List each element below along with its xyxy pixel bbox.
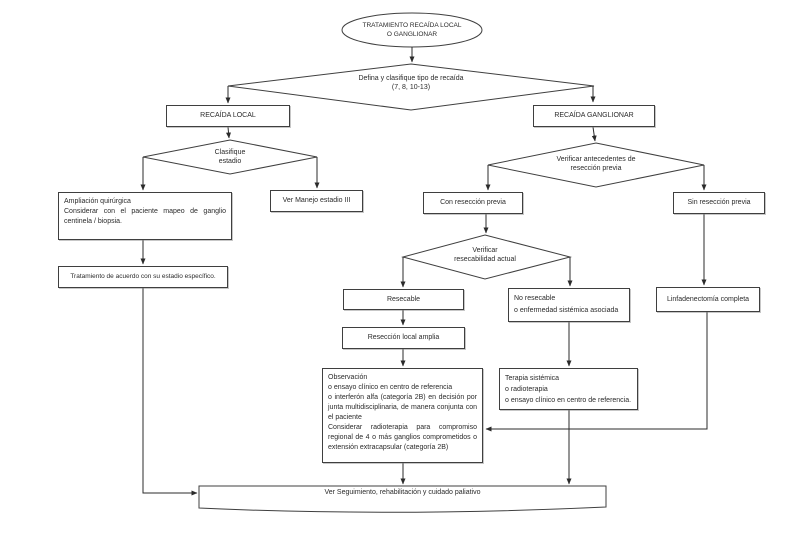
decision-resecabilidad-actual-shape xyxy=(401,234,572,280)
node-seguimiento-label: Ver Seguimiento, rehabilitación y cuidad… xyxy=(324,489,481,496)
node-ver-manejo-estadio-iii: Ver Manejo estadio III xyxy=(270,190,363,212)
no-resecable-line1: No resecable xyxy=(514,295,556,302)
start-line1: TRATAMIENTO RECAÍDA LOCAL xyxy=(362,22,462,29)
node-recaida-local: RECAÍDA LOCAL xyxy=(166,105,290,127)
decision-tipo-line2: (7, 8, 10-13) xyxy=(391,84,431,91)
node-observacion: Observación o ensayo clínico en centro d… xyxy=(322,368,483,463)
decision-clasifique-estadio-shape xyxy=(142,139,318,175)
decision-clasifique-estadio-label: Clasifique estadio xyxy=(180,148,280,166)
node-reseccion-local-amplia: Resección local amplia xyxy=(342,327,465,349)
terapia-line3: o ensayo clínico en centro de referencia… xyxy=(505,397,632,404)
observacion-p2: o ensayo clínico en centro de referencia xyxy=(328,384,453,391)
decision-resecabilidad-line2: resecabilidad actual xyxy=(454,256,516,263)
observacion-p4: Considerar radioterapia para compromiso … xyxy=(328,424,477,451)
decision-resecabilidad-label: Verificar resecabilidad actual xyxy=(430,246,540,264)
observacion-p3: o interferón alfa (categoría 2B) en deci… xyxy=(328,394,477,421)
node-resecable: Resecable xyxy=(343,289,464,310)
ampliacion-line2: Considerar con el paciente mapeo de gang… xyxy=(64,208,226,225)
connector-ganglionar-to-antecedentes xyxy=(591,126,597,142)
node-no-resecable: No resecable o enfermedad sistémica asoc… xyxy=(508,288,630,322)
decision-estadio-line1: Clasifique xyxy=(214,149,246,156)
node-tratamiento-estadio: Tratamiento de acuerdo con su estadio es… xyxy=(58,266,228,288)
terapia-line2: o radioterapia xyxy=(505,386,548,393)
node-ampliacion-quirurgica: Ampliación quirúrgica Considerar con el … xyxy=(58,192,232,240)
decision-estadio-line2: estadio xyxy=(218,158,242,165)
decision-tipo-recaida-shape xyxy=(227,63,595,111)
node-linfadenectomia-completa: Linfadenectomía completa xyxy=(656,287,760,312)
terapia-line1: Terapia sistémica xyxy=(505,375,560,382)
observacion-p1: Observación xyxy=(328,374,368,381)
decision-tipo-recaida-label: Defina y clasifique tipo de recaída (7, … xyxy=(311,74,511,92)
connector-tratamiento-to-seguimiento xyxy=(142,288,198,496)
decision-antecedentes-label: Verificar antecedentes de resección prev… xyxy=(535,155,657,173)
decision-resecabilidad-line1: Verificar xyxy=(472,247,498,254)
node-seguimiento-shape xyxy=(198,485,607,513)
node-con-reseccion-previa: Con resección previa xyxy=(423,192,523,214)
start-line2: O GANGLIONAR xyxy=(386,31,438,38)
node-recaida-ganglionar: RECAÍDA GANGLIONAR xyxy=(533,105,655,127)
decision-antecedentes-reseccion-shape xyxy=(487,142,705,188)
connector-linfadenectomia-to-observacion xyxy=(485,312,708,432)
ampliacion-line1: Ampliación quirúrgica xyxy=(64,198,131,205)
decision-tipo-line1: Defina y clasifique tipo de recaída xyxy=(358,75,464,82)
decision-antecedentes-line2: resección previa xyxy=(570,165,622,172)
node-sin-reseccion-previa: Sin resección previa xyxy=(673,192,765,214)
decision-antecedentes-line1: Verificar antecedentes de xyxy=(556,156,636,163)
connector-local-to-estadio xyxy=(226,126,231,139)
no-resecable-line2: o enfermedad sistémica asociada xyxy=(514,307,619,314)
start-ellipse-label: TRATAMIENTO RECAÍDA LOCAL O GANGLIONAR xyxy=(342,21,482,39)
node-terapia-sistemica: Terapia sistémica o radioterapia o ensay… xyxy=(499,368,638,410)
